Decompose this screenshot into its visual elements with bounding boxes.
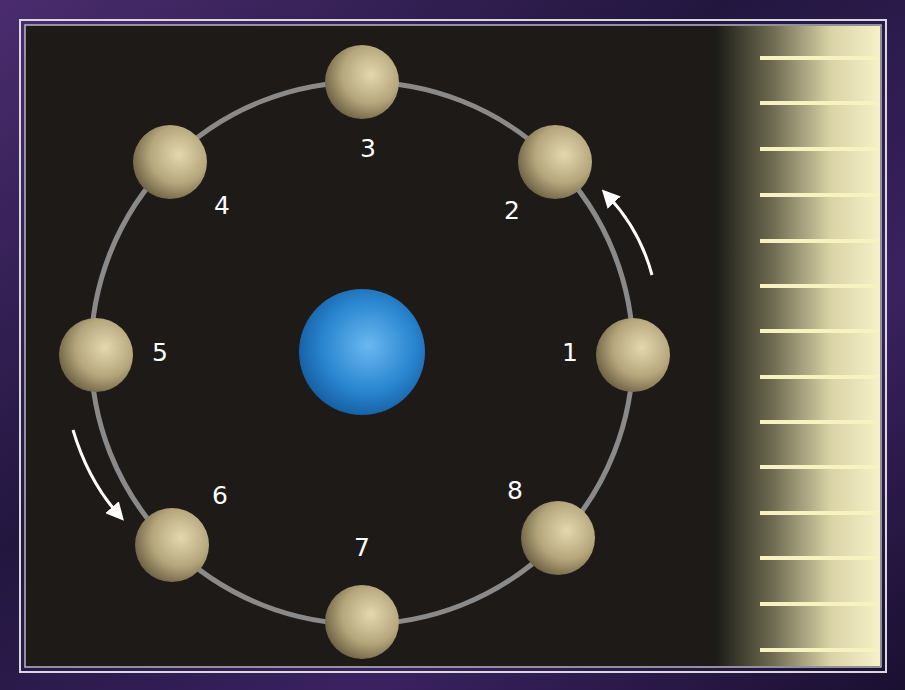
callout-number: 3 bbox=[360, 136, 376, 161]
orbit bbox=[91, 82, 633, 624]
callout-number: 6 bbox=[212, 483, 228, 508]
direction-arrow bbox=[608, 196, 652, 275]
callout-number: 7 bbox=[354, 535, 370, 560]
dark-panel bbox=[25, 25, 881, 667]
sunlight-region bbox=[715, 26, 880, 666]
moons bbox=[59, 45, 670, 659]
callout-number: 2 bbox=[504, 198, 520, 223]
callout-number: 5 bbox=[152, 340, 168, 365]
frame-border bbox=[20, 20, 886, 672]
sun-rays bbox=[760, 58, 880, 650]
callout-number: 4 bbox=[214, 193, 230, 218]
direction-arrow bbox=[73, 430, 118, 514]
earth bbox=[299, 289, 425, 415]
callout-number: 8 bbox=[507, 478, 523, 503]
callout-number: 1 bbox=[562, 340, 578, 365]
